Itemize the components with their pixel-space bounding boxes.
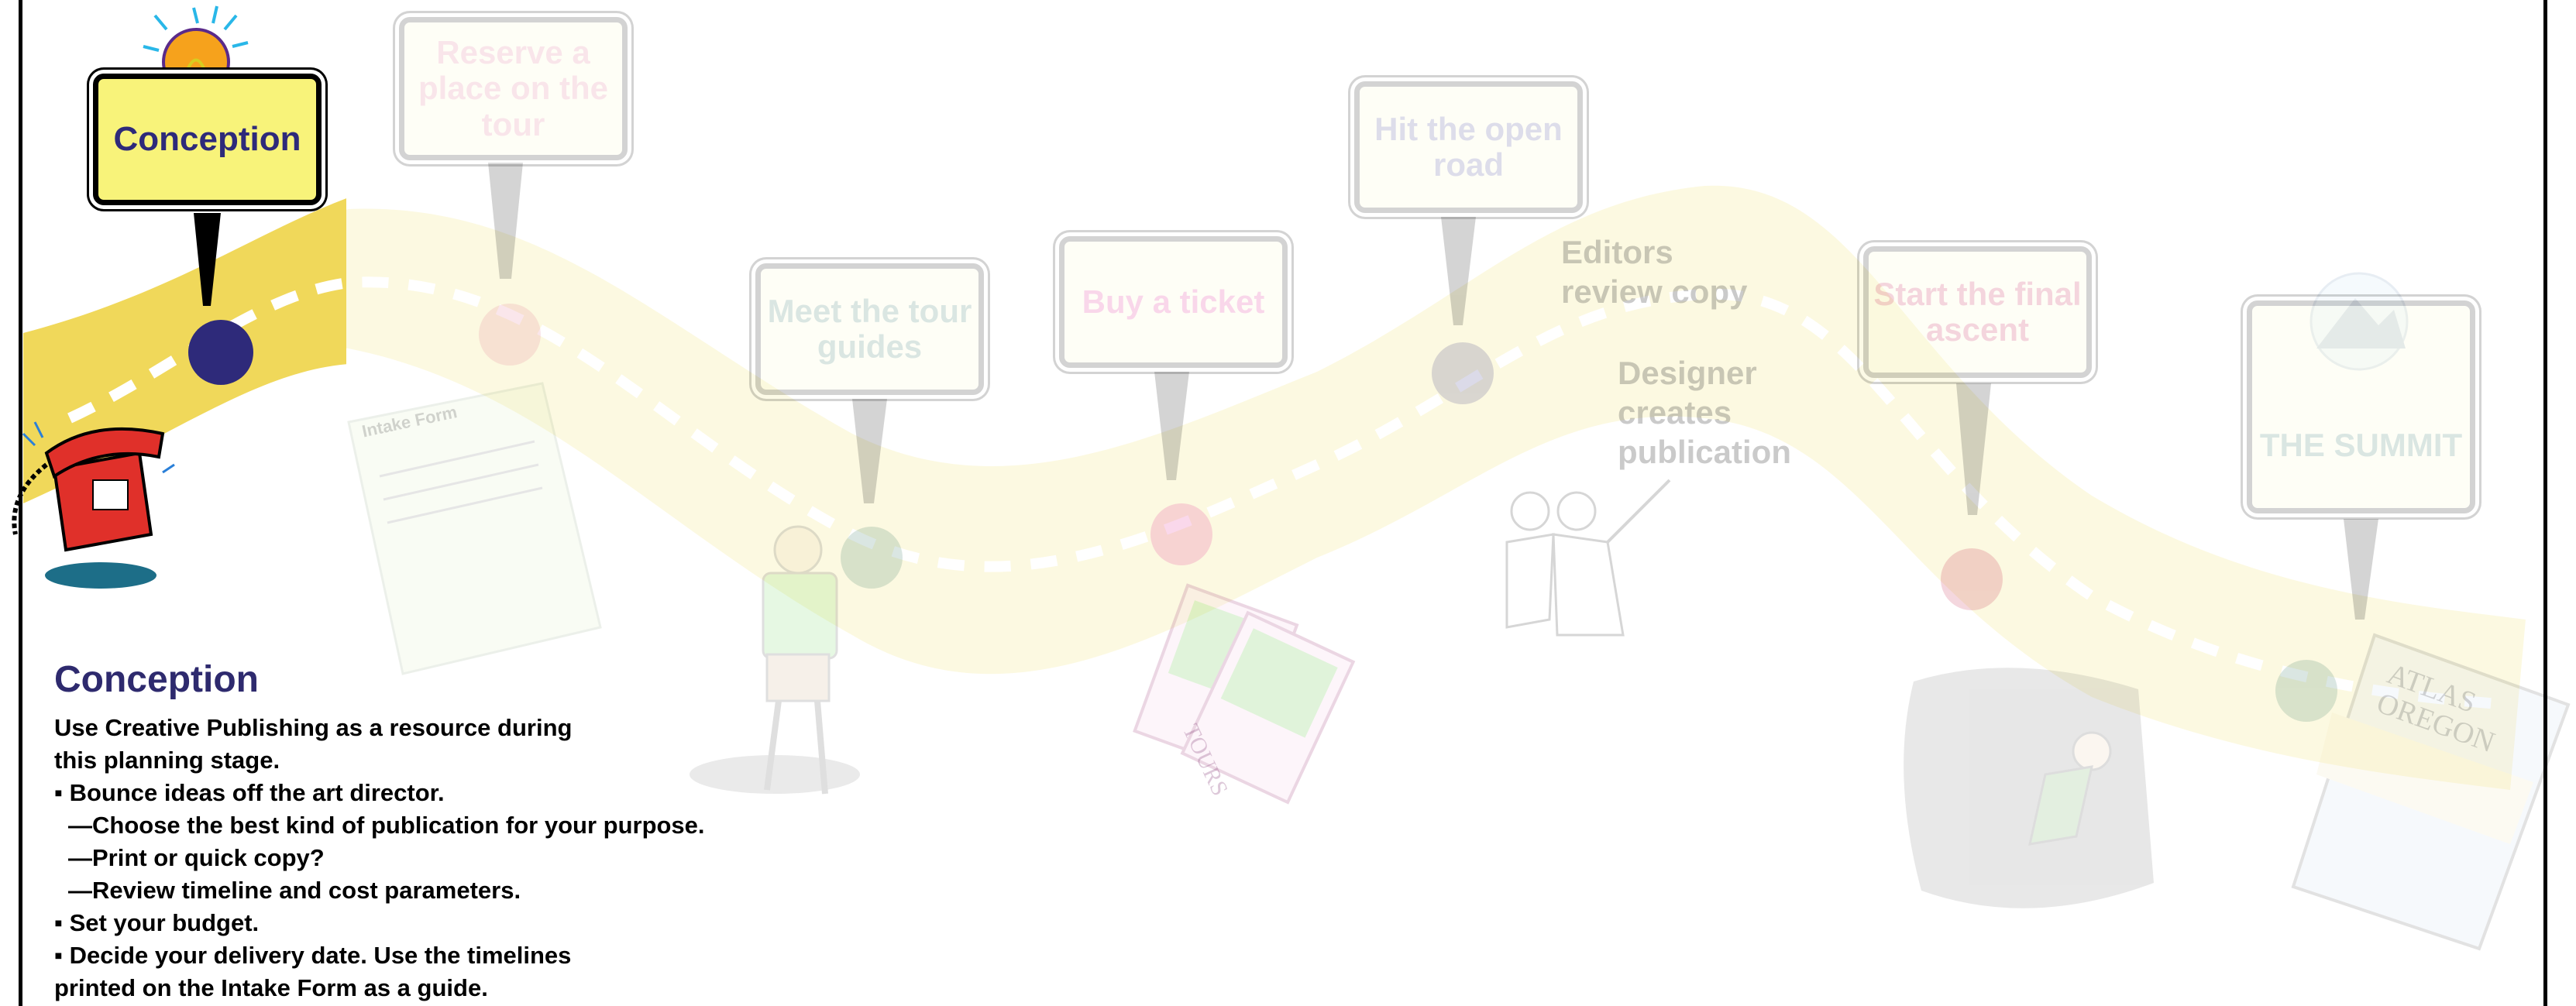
road-faded bbox=[346, 185, 2526, 790]
info-subbullet: —Review timeline and cost parameters. bbox=[68, 877, 521, 904]
sign-road[interactable]: Hit the open road bbox=[1354, 81, 1583, 213]
info-line: this planning stage. bbox=[54, 747, 280, 774]
stage-info-panel: Conception Use Creative Publishing as a … bbox=[54, 658, 798, 1004]
frame-border-left bbox=[19, 0, 22, 1006]
road-centerline bbox=[67, 276, 2511, 710]
mountain-icon bbox=[2309, 272, 2409, 371]
pin-summit bbox=[2275, 519, 2378, 722]
caption-editors: Editors review copy bbox=[1561, 234, 1748, 310]
travelers-illustration bbox=[1505, 479, 1671, 637]
sign-summit[interactable]: THE SUMMIT bbox=[2247, 300, 2475, 513]
sign-summit-label: THE SUMMIT bbox=[2259, 427, 2463, 464]
road-active bbox=[23, 198, 346, 503]
sign-ticket[interactable]: Buy a ticket bbox=[1059, 236, 1288, 368]
info-line: printed on the Intake Form as a guide. bbox=[54, 974, 488, 1001]
sign-conception[interactable]: Conception bbox=[93, 74, 322, 205]
sign-ticket-label: Buy a ticket bbox=[1082, 283, 1265, 320]
climber-illustration bbox=[1904, 668, 2154, 908]
frame-border-right bbox=[2543, 0, 2547, 1006]
hiker-illustration bbox=[690, 525, 860, 795]
info-bullet: ▪ Set your budget. bbox=[54, 909, 260, 936]
info-line: Use Creative Publishing as a resource du… bbox=[54, 714, 573, 741]
pin-reserve bbox=[479, 163, 541, 366]
sign-reserve-label: Reserve a place on the tour bbox=[418, 34, 609, 142]
pin-conception bbox=[188, 213, 253, 385]
atlas-book-illustration bbox=[2291, 633, 2571, 951]
sign-road-label: Hit the open road bbox=[1374, 110, 1563, 183]
pin-ascent bbox=[1941, 383, 2003, 610]
pin-ticket bbox=[1150, 372, 1212, 565]
caption-designer: Designer creates publication bbox=[1618, 355, 1791, 470]
sign-conception-label: Conception bbox=[113, 119, 301, 158]
tickets-illustration bbox=[1133, 583, 1356, 805]
pin-meet bbox=[841, 399, 903, 589]
telephone-icon bbox=[12, 421, 175, 589]
intake-form-illustration bbox=[347, 382, 602, 675]
sign-ascent[interactable]: Start the final ascent bbox=[1863, 246, 2092, 378]
sign-ascent-label: Start the final ascent bbox=[1873, 275, 2082, 348]
sign-reserve[interactable]: Reserve a place on the tour bbox=[399, 17, 628, 160]
sign-meet[interactable]: Meet the tour guides bbox=[755, 263, 984, 395]
pin-road bbox=[1432, 217, 1494, 404]
info-title: Conception bbox=[54, 659, 259, 700]
info-subbullet: —Print or quick copy? bbox=[68, 844, 325, 871]
sign-meet-label: Meet the tour guides bbox=[767, 292, 972, 365]
info-subbullet: —Choose the best kind of publication for… bbox=[68, 812, 705, 839]
info-bullet: ▪ Decide your delivery date. Use the tim… bbox=[54, 942, 572, 969]
info-bullet: ▪ Bounce ideas off the art director. bbox=[54, 779, 445, 806]
